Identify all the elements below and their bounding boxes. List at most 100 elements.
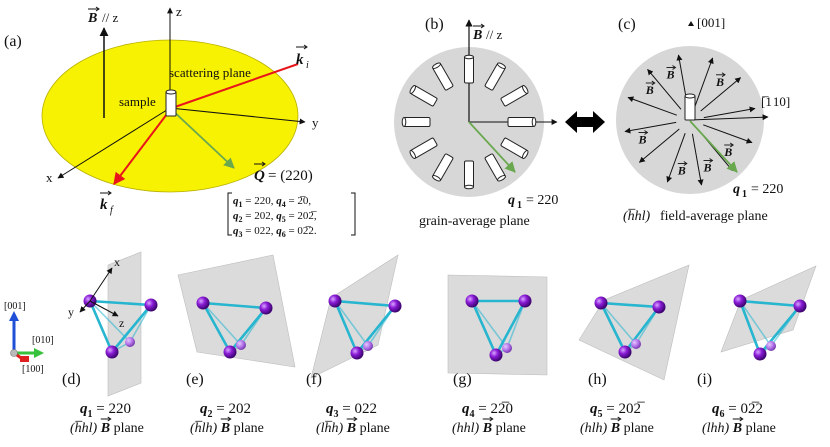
panel-a-label: (a) [4,33,22,50]
b-direction-arrow [647,68,682,110]
svg-text:1: 1 [742,189,747,200]
svg-text:B: B [677,164,686,178]
bond [739,300,772,347]
b-direction-arrow [694,57,714,107]
b-direction-arrow [703,124,753,144]
svg-text:// z: // z [102,10,118,25]
bond [334,300,369,347]
b-direction-label: B [645,80,656,97]
svg-text:B: B [87,11,97,26]
svg-text:field-average plane: field-average plane [660,209,768,224]
q-equation: q2 = 202 [200,401,251,420]
grain-cylinders [401,54,537,190]
atom [793,299,807,313]
b-plane-caption: (h̅hl) B plane [70,421,144,436]
svg-text:k: k [296,52,304,68]
panel-label: (g) [453,371,472,388]
svg-text:B: B [723,145,732,159]
grain-cylinder [432,62,454,91]
bond [738,299,762,356]
q-equation: q1 = 220 [80,401,131,420]
y-axis-d [79,300,91,313]
dir-001-label: [001] [697,15,725,30]
atom [105,345,119,359]
bond [89,300,131,343]
q-equation: Q = (220) [254,161,313,184]
bond [494,299,527,357]
atom [733,294,747,308]
tetrahedron-panel-f: (f)q3 = 022(lh̅h) B plane [306,254,402,436]
bond [129,304,152,343]
kf-label: k f [100,190,114,216]
axis-100-head [20,356,29,362]
y-axis [169,107,306,125]
b-direction-arrow [627,96,677,116]
svg-text:(h̅hl): (h̅hl) [623,209,651,224]
y-axis-label: y [312,115,319,130]
b-plane [177,254,296,368]
bond [88,299,153,307]
atom [465,294,479,308]
panel-b: (b) B // z q 1 = 220 grain-average plane [394,16,558,229]
bond [333,299,397,308]
bond [738,299,802,308]
b-direction-arrow [703,106,756,119]
atom [259,301,273,315]
panel-label: (d) [62,371,81,388]
bond [333,299,359,355]
x-label-d: x [114,255,120,269]
grain-cylinder [484,153,506,182]
q-list: q1 = 220, q4 = 2̅0,q2 = 202, q5 = 202̅,q… [227,192,356,239]
svg-text:Q: Q [254,168,265,184]
b-plane-caption: (lhh) B plane [702,421,776,436]
tripod-010-label: [010] [32,335,54,346]
x-axis [57,107,171,179]
atom-back [502,343,512,353]
tetrahedron-panel-h: (h)q5 = 202̅(hlh) B plane [578,264,690,436]
bond [599,301,627,354]
svg-text:// z: // z [486,27,502,42]
bond [228,306,268,354]
b-direction-arrow [624,121,677,134]
q-list-line: q3 = 022, q6 = 02̅2. [233,225,317,239]
atom [223,345,237,359]
svg-text:B: B [638,133,647,147]
svg-text:f: f [110,205,114,216]
panel-label: (h) [588,371,607,388]
svg-text:= (220): = (220) [268,168,313,184]
horizontal-axis-c [689,114,769,121]
atom [328,294,342,308]
tripod-001-label: [001] [4,301,26,312]
svg-text:= 220: = 220 [751,182,783,197]
q-equation: q6 = 02̅2 [712,401,763,420]
atom [489,348,503,362]
grain-cylinder [464,54,474,84]
double-arrow-icon [565,111,605,133]
scattering-plane-label: scattering plane [169,65,251,80]
tetrahedron-panel-i: (i)q6 = 02̅2(lhh) B plane [697,265,817,436]
grain-cylinder [409,85,438,107]
dir-001-marker [688,21,694,26]
b-direction-label: B [715,72,726,89]
b-plane-caption: (hhl) B plane [452,421,526,436]
grain-cylinder [409,137,438,159]
q-vector [170,108,235,169]
svg-text:1: 1 [517,200,522,211]
atom [652,300,666,314]
x-axis-d [89,267,113,302]
atom-back [631,339,641,349]
bond [599,301,661,309]
grain-cylinder [401,117,431,127]
svg-text:B: B [472,28,482,43]
panel-label: (i) [697,371,712,388]
grain-cylinder [432,153,454,182]
crystal-axes-tripod: [001] [010] [100] [4,301,54,375]
svg-text:B: B [666,68,675,82]
tetrahedron-panel-e: (e)q2 = 202(h̅lh) B plane [177,254,296,436]
bond [201,301,232,354]
z-axis-label: z [176,4,182,19]
svg-text:= 220: = 220 [526,193,558,208]
